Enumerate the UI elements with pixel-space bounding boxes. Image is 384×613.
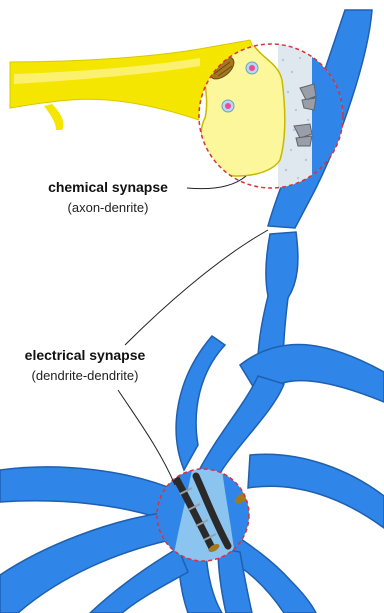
chemical-synapse-title: chemical synapse — [48, 179, 168, 195]
electrical-leader-upper — [125, 230, 268, 345]
electrical-synapse-title: electrical synapse — [25, 347, 146, 363]
chemical-synapse-subtitle: (axon-denrite) — [68, 200, 149, 215]
electrical-synapse-subtitle: (dendrite-dendrite) — [32, 368, 139, 383]
far-right-dendrite-branch — [248, 454, 384, 528]
axon-tail — [44, 104, 64, 130]
electrical-leader-lower — [118, 390, 175, 485]
